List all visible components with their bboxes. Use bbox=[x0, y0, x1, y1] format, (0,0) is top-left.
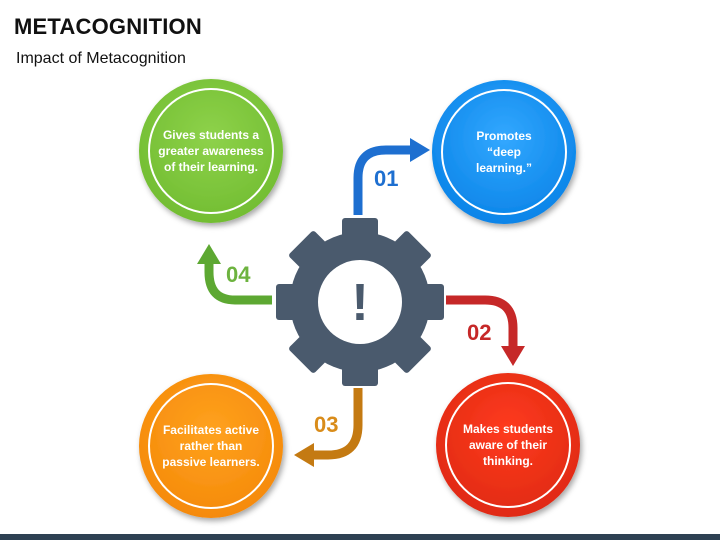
circle-03 bbox=[139, 374, 283, 518]
step-text-01: Promotes “deep learning.” bbox=[475, 129, 532, 175]
arrow-01 bbox=[353, 138, 430, 215]
step-number-01: 01 bbox=[374, 166, 399, 191]
step-text-03: Facilitates active rather than passive l… bbox=[162, 423, 260, 469]
arrow-02 bbox=[446, 295, 525, 366]
step-number-02: 02 bbox=[467, 320, 492, 345]
exclamation-symbol: ! bbox=[351, 274, 368, 332]
arrow-04 bbox=[197, 244, 272, 305]
step-text-02: Makes students aware of their thinking. bbox=[462, 422, 554, 468]
step-number-03: 03 bbox=[314, 412, 339, 437]
circle-02 bbox=[436, 373, 580, 517]
bottom-bar bbox=[0, 534, 720, 540]
circle-01 bbox=[432, 80, 576, 224]
step-number-04: 04 bbox=[226, 262, 251, 287]
gear-exclamation-icon: ! bbox=[276, 218, 444, 386]
step-text-04: Gives students a greater awareness of th… bbox=[158, 128, 264, 174]
circle-04 bbox=[139, 79, 283, 223]
arrow-03 bbox=[294, 388, 363, 467]
page-subtitle: Impact of Metacognition bbox=[16, 50, 186, 67]
page-title: METACOGNITION bbox=[14, 14, 202, 39]
